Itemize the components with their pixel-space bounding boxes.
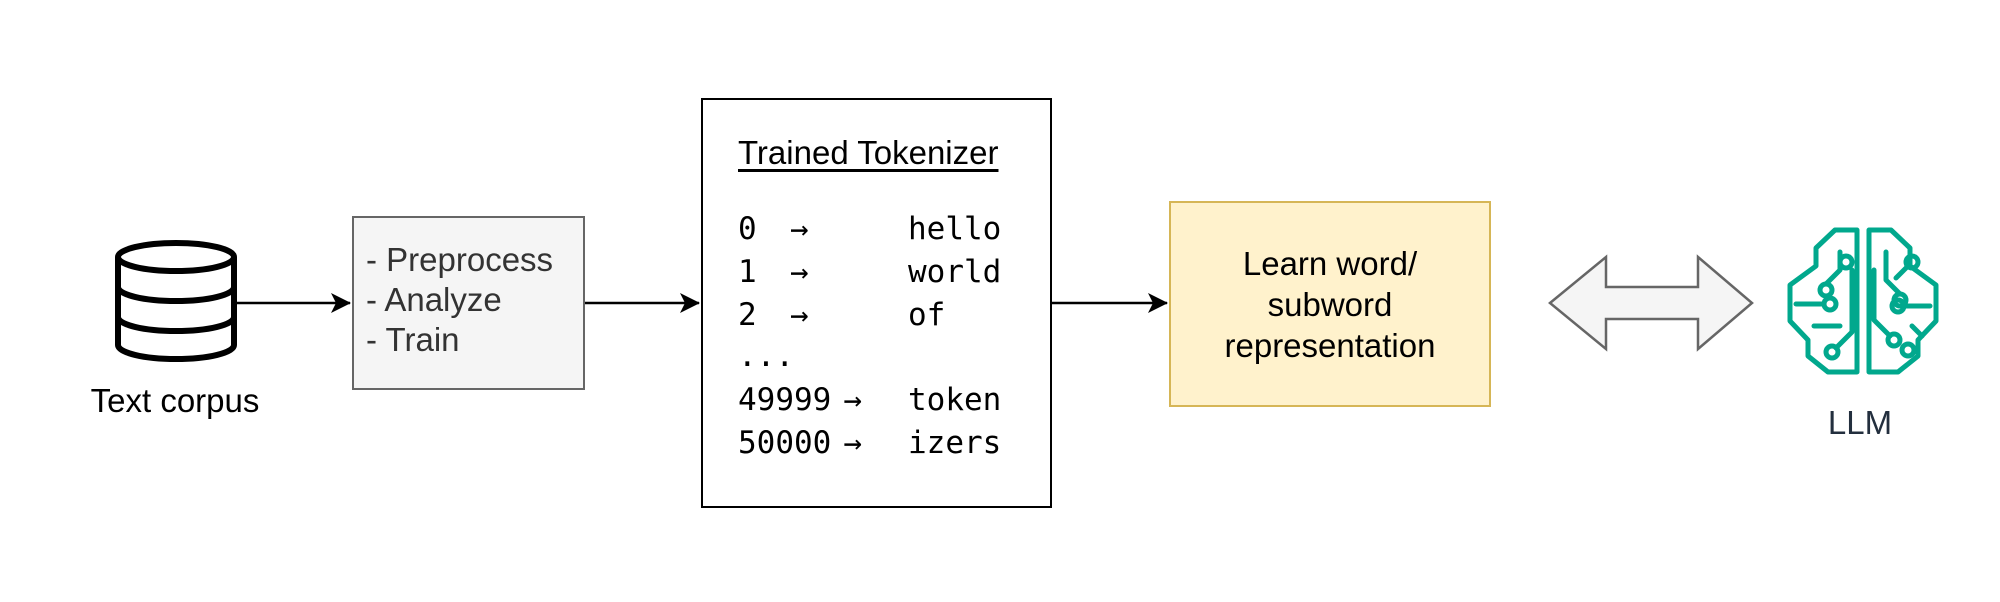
vocab-arrow: → bbox=[790, 254, 809, 290]
brain-circuit-icon bbox=[1787, 227, 1939, 375]
step-train: - Train bbox=[366, 321, 460, 358]
vocab-ellipsis: ... bbox=[738, 338, 794, 374]
vocab-row: 50000 → izers bbox=[738, 422, 1050, 465]
vocab-arrow: → bbox=[843, 382, 862, 418]
vocab-row: 49999 → token bbox=[738, 379, 1050, 422]
vocab-token: izers bbox=[908, 425, 1002, 461]
vocab-id: 0 bbox=[738, 211, 757, 247]
vocab-token: token bbox=[908, 382, 1002, 418]
vocab-arrow: → bbox=[790, 297, 809, 333]
vocab-ellipsis-row: ... bbox=[738, 337, 1050, 379]
tokenizer-title: Trained Tokenizer bbox=[738, 134, 999, 171]
llm-label: LLM bbox=[1827, 404, 1893, 441]
step-preprocess: - Preprocess bbox=[366, 241, 554, 278]
learn-line: Learn word/ bbox=[1242, 244, 1418, 282]
vocab-token: hello bbox=[908, 211, 1002, 247]
vocab-row: 2 → of bbox=[738, 294, 1050, 337]
learn-line: representation bbox=[1224, 326, 1436, 364]
vocab-id: 50000 bbox=[738, 425, 832, 461]
step-analyze: - Analyze bbox=[366, 281, 502, 318]
vocab-id: 49999 bbox=[738, 382, 832, 418]
vocab-arrow: → bbox=[790, 211, 809, 247]
vocab-row: 1 → world bbox=[738, 251, 1050, 294]
learn-representation-box: Learn word/ subword representation bbox=[1169, 201, 1491, 407]
text-corpus-label: Text corpus bbox=[90, 382, 260, 419]
vocab-token: of bbox=[908, 297, 946, 333]
process-steps-box: - Preprocess - Analyze - Train bbox=[352, 216, 585, 390]
vocab-row: 0 → hello bbox=[738, 208, 1050, 251]
trained-tokenizer-box: Trained Tokenizer 0 → hello 1 → world 2 … bbox=[701, 98, 1052, 508]
vocab-id: 1 bbox=[738, 254, 757, 290]
vocab-arrow: → bbox=[843, 425, 862, 461]
double-arrow-learn-llm bbox=[1548, 254, 1754, 352]
learn-line: subword bbox=[1267, 285, 1393, 323]
vocab-id: 2 bbox=[738, 297, 757, 333]
database-icon bbox=[115, 240, 237, 362]
vocab-token: world bbox=[908, 254, 1002, 290]
